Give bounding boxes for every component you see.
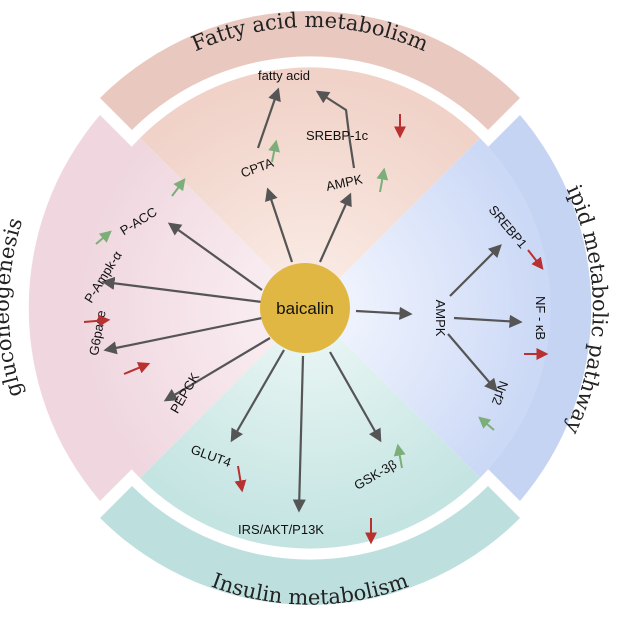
arrow-baicalin-pepck bbox=[163, 337, 271, 402]
arrow-baicalin-irs bbox=[292, 355, 306, 513]
arrow-baicalin-glut4 bbox=[230, 349, 285, 443]
arrow-baicalin-pampk bbox=[101, 276, 263, 304]
up-arrow-pacc bbox=[171, 178, 186, 197]
node-irs: IRS/AKT/P13K bbox=[238, 522, 324, 537]
baicalin-label: baicalin bbox=[276, 299, 334, 318]
insulin-ring-band bbox=[100, 486, 520, 605]
arrow-ampk-nfkb bbox=[453, 314, 523, 328]
node-ampk-lipid: AMPK bbox=[433, 300, 448, 337]
arrow-ampk-srebp1 bbox=[449, 244, 502, 297]
insulin-quadrant bbox=[140, 308, 480, 549]
node-nfkb: NF - κB bbox=[533, 296, 548, 340]
arrow-baicalin-ampk-lipid bbox=[355, 306, 413, 321]
up-arrow-nrf2 bbox=[478, 416, 495, 431]
arrow-ampk-nrf2 bbox=[447, 333, 498, 393]
up-arrow-gsk bbox=[393, 443, 406, 469]
arrow-baicalin-pacc bbox=[167, 222, 263, 291]
up-arrow-ampk-fatty bbox=[376, 167, 389, 193]
arrow-cpta-fattyacid bbox=[256, 87, 281, 149]
gluconeogenesis-title: gluconeogenesis bbox=[0, 215, 27, 400]
fatty-acid-ring-band bbox=[100, 11, 520, 131]
gluconeogenesis-ring-band bbox=[28, 115, 132, 501]
down-arrow-srebp1 bbox=[527, 249, 544, 270]
down-arrow-g6pase bbox=[83, 314, 111, 327]
arrow-baicalin-cpta bbox=[265, 187, 294, 263]
node-fatty-acid: fatty acid bbox=[258, 68, 310, 83]
down-arrow-glut4 bbox=[234, 465, 247, 493]
lipid-quadrant bbox=[310, 138, 551, 478]
arrow-ampk-srebp-fattyacid bbox=[315, 90, 356, 169]
down-arrow-pepck bbox=[123, 362, 151, 375]
node-srebp1c: SREBP-1c bbox=[306, 128, 369, 143]
arrow-baicalin-g6pase bbox=[103, 316, 263, 355]
arrow-baicalin-ampk bbox=[318, 192, 352, 263]
up-arrow-pampk bbox=[95, 230, 112, 245]
arrow-baicalin-gsk bbox=[329, 351, 382, 443]
up-arrow-cpta bbox=[268, 139, 281, 163]
gluconeogenesis-quadrant bbox=[69, 138, 310, 478]
lipid-ring-band bbox=[488, 115, 592, 501]
baicalin-center-circle bbox=[260, 263, 350, 353]
